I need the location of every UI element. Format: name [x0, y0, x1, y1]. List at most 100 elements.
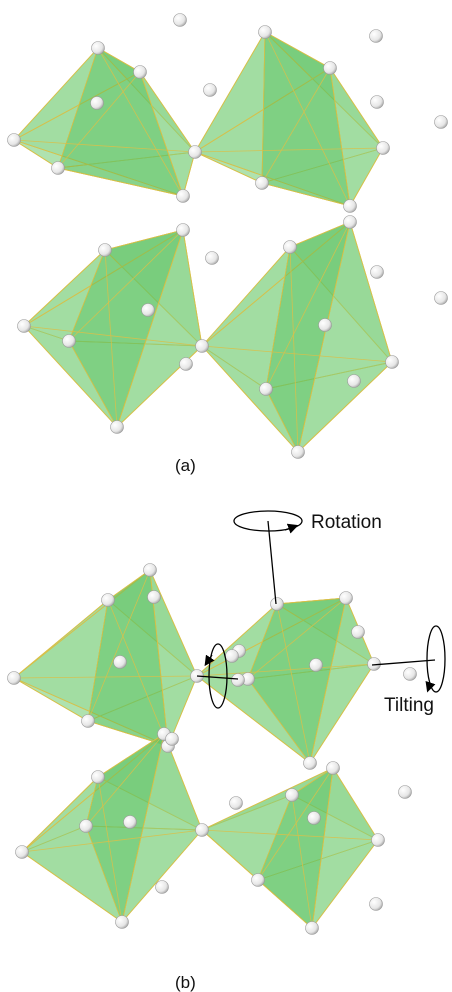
atom-sphere [188, 145, 202, 159]
atom-sphere [17, 319, 31, 333]
octahedron-axis [257, 767, 334, 881]
atom-sphere [173, 13, 187, 27]
octahedron-axis [57, 71, 141, 169]
octahedron-axis [107, 599, 169, 747]
tilting-arrow-icon [426, 625, 446, 693]
atom-sphere [7, 671, 21, 685]
octahedron [23, 229, 203, 428]
atom-sphere [376, 141, 390, 155]
atom-sphere [115, 915, 129, 929]
atom-sphere [398, 785, 412, 799]
atom-sphere [81, 714, 95, 728]
octahedron-axis [68, 229, 184, 342]
tilting-label: Tilting [384, 695, 434, 716]
atom-sphere [101, 593, 115, 607]
rotation-annotation: Rotation [233, 510, 382, 605]
atom-sphere [176, 223, 190, 237]
atom-sphere [229, 796, 243, 810]
atom-sphere [347, 374, 361, 388]
panel-b-tilted-octahedra [7, 563, 417, 935]
atom-sphere [110, 420, 124, 434]
octahedron-axis [264, 31, 351, 207]
atom-sphere [270, 597, 284, 611]
atom-sphere [309, 658, 323, 672]
atom-sphere [91, 41, 105, 55]
atom-sphere [133, 65, 147, 79]
octahedron-axis [85, 733, 165, 827]
atom-sphere [155, 880, 169, 894]
octahedron-axis [97, 47, 184, 197]
atom-sphere [147, 590, 161, 604]
rotation-axis-line [267, 520, 277, 605]
octahedron-axis [104, 249, 118, 428]
tilting-axis-line [371, 659, 436, 666]
rotation-arrow-icon [233, 510, 303, 532]
octahedron [201, 221, 393, 454]
atom-sphere [165, 732, 179, 746]
atom-sphere [98, 243, 112, 257]
atom-sphere [79, 819, 93, 833]
octahedron-axis [201, 829, 379, 841]
atom-sphere [62, 334, 76, 348]
panel-b-label: (b) [175, 973, 196, 992]
atom-sphere [369, 897, 383, 911]
atom-sphere [307, 811, 321, 825]
atom-sphere [339, 591, 353, 605]
octahedron-axis [201, 345, 393, 363]
octahedron-axis [13, 139, 196, 153]
octahedron-axis [87, 569, 151, 722]
octahedron-axis [261, 67, 331, 184]
atom-sphere [231, 673, 245, 687]
octahedron-axis [13, 675, 198, 679]
atom-sphere [371, 833, 385, 847]
atom-sphere [225, 649, 239, 663]
atom-sphere [434, 115, 448, 129]
atom-sphere [195, 823, 209, 837]
atom-sphere [113, 655, 127, 669]
octahedron [201, 767, 379, 929]
octahedron-axis [289, 246, 299, 453]
octahedron-axis [23, 325, 203, 347]
atom-sphere [176, 189, 190, 203]
octahedron [196, 597, 375, 764]
atom-sphere [370, 265, 384, 279]
atom-sphere [255, 176, 269, 190]
atom-sphere [7, 133, 21, 147]
tilting-annotation: Tilting [371, 625, 446, 716]
octahedron-axis [21, 829, 203, 853]
atom-sphere [205, 251, 219, 265]
octahedron-axis [194, 147, 384, 153]
tilting-indicator-center [196, 643, 239, 709]
atom-sphere [251, 873, 265, 887]
atom-sphere [51, 161, 65, 175]
atom-sphere [179, 357, 193, 371]
octahedron-axis [97, 776, 123, 923]
panel-a-octahedra [7, 13, 448, 459]
octahedron-axis [291, 794, 313, 929]
atom-sphere [258, 25, 272, 39]
atom-sphere [351, 625, 365, 639]
atom-sphere [283, 240, 297, 254]
octahedron-axis [276, 603, 311, 764]
atom-sphere [143, 563, 157, 577]
atom-sphere [285, 788, 299, 802]
rotation-label: Rotation [311, 512, 382, 533]
atom-sphere [291, 445, 305, 459]
octahedron [13, 47, 196, 197]
atom-sphere [318, 318, 332, 332]
atom-sphere [323, 61, 337, 75]
atom-sphere [343, 199, 357, 213]
panel-a-label: (a) [175, 456, 196, 475]
atom-sphere [303, 756, 317, 770]
octahedron [194, 31, 384, 207]
atom-sphere [123, 815, 137, 829]
atom-sphere [15, 845, 29, 859]
atom-sphere [90, 96, 104, 110]
atom-sphere [370, 95, 384, 109]
octahedron-axis [265, 221, 351, 390]
octahedron-axis [247, 597, 347, 680]
tilting-arrow-icon-2 [208, 643, 228, 709]
octahedron [13, 569, 198, 747]
octahedron-plane [261, 31, 351, 207]
